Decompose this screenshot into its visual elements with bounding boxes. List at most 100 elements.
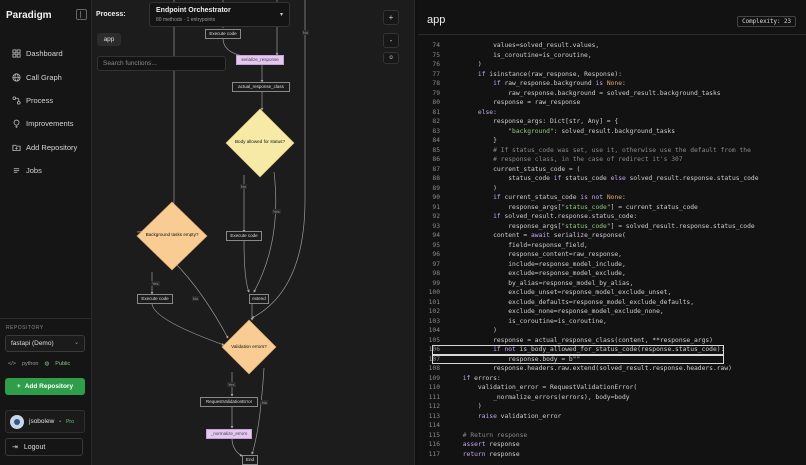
node-actual-response-class[interactable]: actual_response_class (232, 82, 290, 92)
process-icon (11, 95, 21, 105)
code-text: return response (462, 450, 520, 458)
zoom-out-button[interactable]: - (383, 33, 399, 48)
app-brand: Paradigm (6, 10, 52, 21)
node-execute-code[interactable]: Execute code (205, 29, 241, 39)
line-number: 89 (432, 184, 440, 192)
line-number: 75 (432, 51, 440, 59)
code-line: 89 ) (418, 184, 806, 194)
jobs-icon (11, 166, 21, 176)
edge-label-no: No (192, 296, 200, 301)
sidebar-item-label: Dashboard (26, 49, 63, 59)
code-line: 110 validation_error = RequestValidation… (418, 383, 806, 393)
edge (243, 239, 250, 293)
code-text: response = raw_response (440, 99, 581, 106)
sidebar-item-jobs[interactable]: Jobs (0, 159, 92, 182)
chevron-down-icon: ▾ (279, 12, 283, 18)
sidebar: Paradigm Dashboard Call Graph Process Im… (0, 0, 92, 465)
code-line: 75 is_coroutine=is_coroutine, (418, 51, 806, 61)
line-number: 87 (432, 165, 440, 173)
line-number: 99 (432, 279, 440, 287)
code-line: 80 response = raw_response (418, 98, 806, 108)
code-line: 105 response = actual_response_class(con… (418, 336, 806, 346)
code-line: 102 exclude_none=response_model_exclude_… (418, 307, 806, 317)
add-repository-button[interactable]: + Add Repository (5, 378, 85, 395)
code-text: include=response_model_include, (440, 260, 626, 268)
node-execute-code[interactable]: Execute code (226, 231, 262, 241)
line-number: 105 (428, 336, 440, 344)
avatar (10, 414, 24, 429)
grid-icon (11, 49, 21, 59)
line-number: 80 (432, 99, 440, 106)
process-subtitle: 80 methods · 1 entrypoints (156, 17, 216, 23)
node-end[interactable]: End (242, 455, 258, 465)
user-plan: Pro (66, 418, 74, 425)
process-label: Process: (96, 11, 126, 18)
edge-label-yes: Yes (272, 209, 281, 214)
code-line: 77 if isinstance(raw_response, Response)… (418, 70, 806, 80)
code-text: response_args: Dict[str, Any] = { (440, 118, 619, 125)
line-number: 82 (432, 118, 440, 125)
folder-plus-icon (11, 142, 21, 152)
code-header-divider (418, 34, 806, 35)
line-number: 79 (432, 89, 440, 97)
sidebar-item-call-graph[interactable]: Call Graph (0, 65, 92, 88)
lightbulb-icon (11, 119, 21, 129)
module-chip-app[interactable]: app (97, 33, 121, 46)
code-text: current_status_code = ( (440, 165, 581, 173)
process-name: Endpoint Orchestrator (156, 7, 231, 14)
search-functions-input[interactable] (97, 56, 226, 71)
code-line: 100 exclude_unset=response_model_exclude… (418, 288, 806, 298)
code-viewer[interactable]: 74 values=solved_result.values,75 is_cor… (418, 41, 806, 459)
line-number: 96 (432, 251, 440, 258)
sidebar-item-improvements[interactable]: Improvements (0, 112, 92, 135)
logout-button[interactable]: ⇥ Logout (5, 438, 83, 456)
collapse-sidebar-icon[interactable] (76, 9, 87, 20)
line-number: 78 (432, 80, 440, 87)
code-line: 96 response_content=raw_response, (418, 250, 806, 260)
node-execute-code[interactable]: Execute code (137, 294, 173, 304)
user-card[interactable]: jsobolew • Pro (5, 410, 85, 433)
process-graph-panel[interactable]: Process: Endpoint Orchestrator 80 method… (92, 0, 414, 465)
code-panel: app Complexity: 23 74 values=solved_resu… (418, 0, 806, 465)
line-number: 111 (428, 393, 440, 401)
line-number: 91 (432, 203, 440, 211)
code-line: 98 exclude=response_model_exclude, (418, 269, 806, 279)
code-text: is_coroutine=is_coroutine, (440, 51, 592, 59)
code-line: 76 ) (418, 60, 806, 70)
decision-node-validation-errors (221, 319, 277, 375)
line-number: 85 (432, 146, 440, 154)
edge-label-no: No (240, 184, 248, 189)
node-normalize-errors[interactable]: _normalize_errors (206, 429, 252, 439)
node-serialize-response[interactable]: serialize_response (236, 55, 284, 65)
node-validation-errors-label[interactable]: Validation errors? (231, 344, 267, 349)
panel-resize-handle[interactable] (414, 0, 418, 465)
line-number: 102 (428, 308, 440, 315)
node-request-validation-error[interactable]: RequestValidationError (200, 397, 258, 407)
line-number: 117 (428, 450, 440, 458)
node-extend[interactable]: extend (249, 294, 269, 304)
code-text: } (440, 137, 497, 144)
code-text: ) (440, 403, 482, 410)
code-line: 86 # response class, in the case of redi… (418, 155, 806, 165)
line-number: 81 (432, 108, 440, 116)
process-select[interactable]: Endpoint Orchestrator 80 methods · 1 ent… (149, 2, 290, 27)
code-line: 115 # Return response (418, 431, 806, 441)
line-number: 101 (428, 298, 440, 306)
process-flow-graph[interactable] (92, 0, 414, 465)
sidebar-item-dashboard[interactable]: Dashboard (0, 42, 92, 65)
sidebar-item-label: Jobs (26, 166, 42, 176)
code-text: values=solved_result.values, (440, 42, 600, 49)
node-body-allowed-label[interactable]: Body allowed for status? (234, 139, 286, 144)
repository-caption: REPOSITORY (6, 325, 44, 331)
code-line: 93 response_args["status_code"] = solved… (418, 222, 806, 232)
code-line: 97 include=response_model_include, (418, 260, 806, 270)
line-number: 90 (432, 194, 440, 201)
sidebar-item-add-repository[interactable]: Add Repository (0, 136, 92, 159)
code-text: raise validation_error (477, 412, 562, 420)
sidebar-item-process[interactable]: Process (0, 89, 92, 112)
code-line: 81 else: (418, 108, 806, 118)
node-background-empty-label[interactable]: Background tasks empty? (145, 232, 199, 237)
zoom-in-button[interactable]: + (383, 10, 399, 25)
repository-select[interactable]: fastapi (Demo) ⌄ (5, 335, 85, 352)
fit-view-button[interactable]: o (383, 52, 399, 64)
